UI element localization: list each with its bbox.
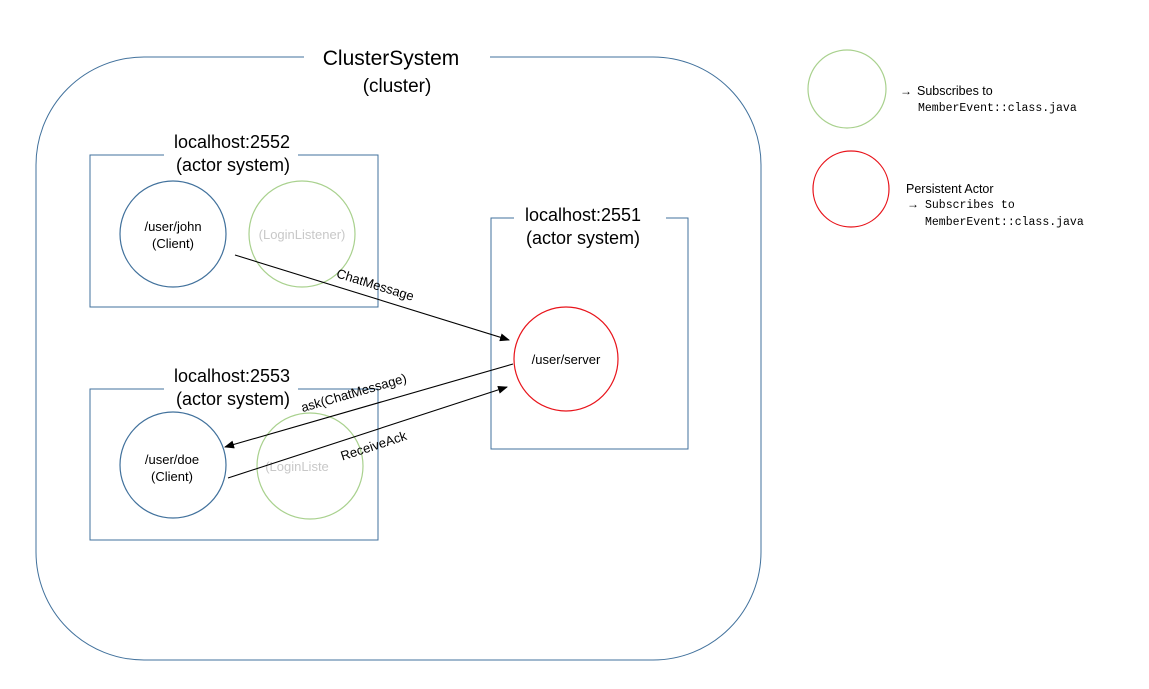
legend-red-arrow: → <box>907 197 919 211</box>
node-2551-title: localhost:2551 <box>525 205 641 225</box>
legend-green-line1: Subscribes to <box>917 84 993 98</box>
actor-loginlistener-1-label: (LoginListener) <box>259 227 346 242</box>
node-2553-subtitle: (actor system) <box>176 389 290 409</box>
cluster-title: ClusterSystem <box>323 47 460 70</box>
arrow-ask-chatmessage <box>224 363 514 449</box>
cluster-boundary <box>35 56 762 661</box>
actor-john-role: (Client) <box>152 236 194 251</box>
node-2553-title-gap <box>164 380 298 400</box>
actor-john-label: /user/john <box>144 219 201 234</box>
actor-server-circle <box>513 306 619 412</box>
actor-server-label: /user/server <box>532 352 601 367</box>
actor-loginlistener-1-circle <box>248 180 356 288</box>
node-2552-title: localhost:2552 <box>174 132 290 152</box>
legend-red-title: Persistent Actor <box>906 182 994 196</box>
actor-doe-circle <box>119 411 227 519</box>
legend-green-arrow: → <box>900 84 912 98</box>
cluster-subtitle: (cluster) <box>363 76 432 97</box>
legend-green-circle <box>807 49 887 129</box>
legend-red-circle <box>812 150 890 228</box>
legend-red-line1: Subscribes to <box>925 199 1015 212</box>
arrow-receiveack <box>227 385 508 479</box>
actor-john-circle <box>119 180 227 288</box>
node-2553-title: localhost:2553 <box>174 366 290 386</box>
node-2551-subtitle: (actor system) <box>526 228 640 248</box>
node-2552-subtitle: (actor system) <box>176 155 290 175</box>
cluster-title-gap <box>304 48 490 68</box>
actor-doe-label: /user/doe <box>145 452 199 467</box>
legend-green-line2: MemberEvent::class.java <box>918 102 1077 115</box>
arrow-chatmessage <box>234 254 510 342</box>
actor-loginlistener-2-circle <box>256 412 364 520</box>
node-2551-title-gap <box>514 209 666 229</box>
node-2552-title-gap <box>164 146 298 166</box>
label-ask-chatmessage: ask(ChatMessage) <box>299 370 408 415</box>
legend-red-line2: MemberEvent::class.java <box>925 216 1084 229</box>
actor-doe-role: (Client) <box>151 469 193 484</box>
actor-loginlistener-2-label: (LoginListe <box>265 459 329 474</box>
